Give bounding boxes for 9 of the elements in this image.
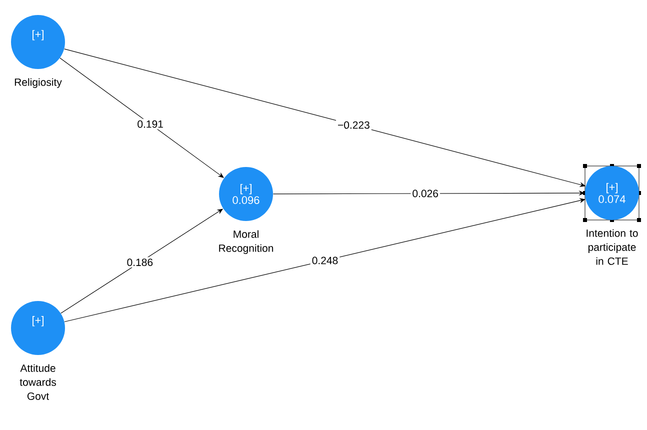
construct-label: Moral Recognition bbox=[219, 230, 274, 254]
edge-label: 0.186 bbox=[125, 257, 155, 268]
construct-label: Religiosity bbox=[14, 78, 62, 88]
edge-label: −0.223 bbox=[336, 120, 372, 130]
edge-label: 0.191 bbox=[136, 118, 165, 130]
edge-label: 0.248 bbox=[310, 255, 340, 266]
construct-label: Attitude towards Govt bbox=[20, 364, 56, 400]
construct-label: Intention to participate in CTE bbox=[586, 229, 638, 265]
edge-label: 0.026 bbox=[410, 188, 440, 199]
